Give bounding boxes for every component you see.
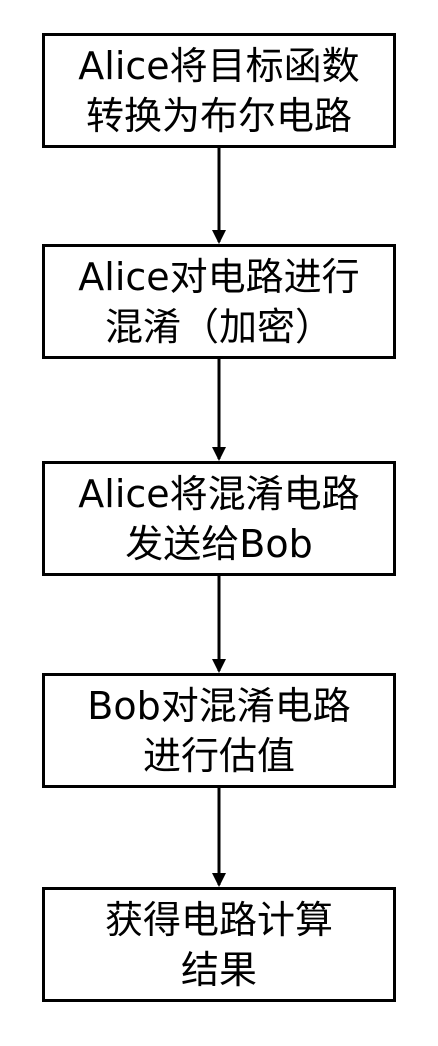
step-3-box: Alice将混淆电路 发送给Bob	[42, 461, 396, 576]
step-2-line-2: 混淆（加密）	[104, 304, 333, 349]
step-2-line-1: Alice对电路进行	[78, 254, 360, 299]
step-4-line-1: Bob对混淆电路	[87, 683, 351, 728]
arrow-4-head	[212, 873, 226, 887]
step-3-line-2: 发送给Bob	[125, 521, 313, 566]
step-1-line-1: Alice将目标函数	[78, 43, 360, 88]
step-4-box: Bob对混淆电路 进行估值	[42, 673, 396, 788]
step-3-line-1: Alice将混淆电路	[78, 471, 360, 516]
arrow-1-head	[212, 230, 226, 244]
arrow-2-head	[212, 447, 226, 461]
arrow-3-head	[212, 659, 226, 673]
arrow-3-to-4	[212, 576, 226, 673]
step-5-line-2: 结果	[180, 947, 257, 992]
step-1-line-2: 转换为布尔电路	[85, 93, 352, 138]
arrow-2-to-3	[212, 359, 226, 461]
arrow-4-to-5	[212, 788, 226, 887]
step-1-box: Alice将目标函数 转换为布尔电路	[42, 33, 396, 148]
step-5-line-1: 获得电路计算	[104, 897, 333, 942]
step-5-box: 获得电路计算 结果	[42, 887, 396, 1002]
step-2-box: Alice对电路进行 混淆（加密）	[42, 244, 396, 359]
arrow-1-to-2	[212, 148, 226, 244]
step-4-line-2: 进行估值	[142, 733, 295, 778]
